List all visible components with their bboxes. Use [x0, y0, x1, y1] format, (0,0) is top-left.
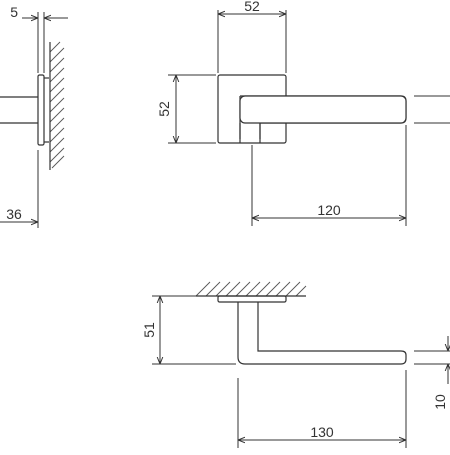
- dim-label-side-rose-thickness: 5: [10, 4, 18, 20]
- front-lever-bar: [239, 95, 407, 124]
- top-lever-outline: [237, 302, 407, 365]
- dim-label-top-rose-depth: 51: [141, 322, 157, 338]
- front-view: [168, 10, 450, 226]
- side-wall-hatch: [49, 41, 65, 169]
- dim-label-front-lever-length: 120: [317, 202, 341, 218]
- dim-label-top-lever-length: 130: [310, 424, 334, 440]
- top-rose-plate: [217, 295, 287, 303]
- dim-label-front-rose-width: 52: [244, 0, 260, 14]
- dim-label-front-rose-height: 52: [156, 101, 172, 117]
- side-rose-plate: [37, 74, 45, 146]
- top-wall-hatch: [195, 281, 307, 297]
- dim-label-top-lever-thickness: 10: [432, 394, 448, 410]
- dim-label-side-projection: 36: [6, 206, 22, 222]
- top-view: [152, 281, 450, 448]
- side-view: [0, 12, 68, 228]
